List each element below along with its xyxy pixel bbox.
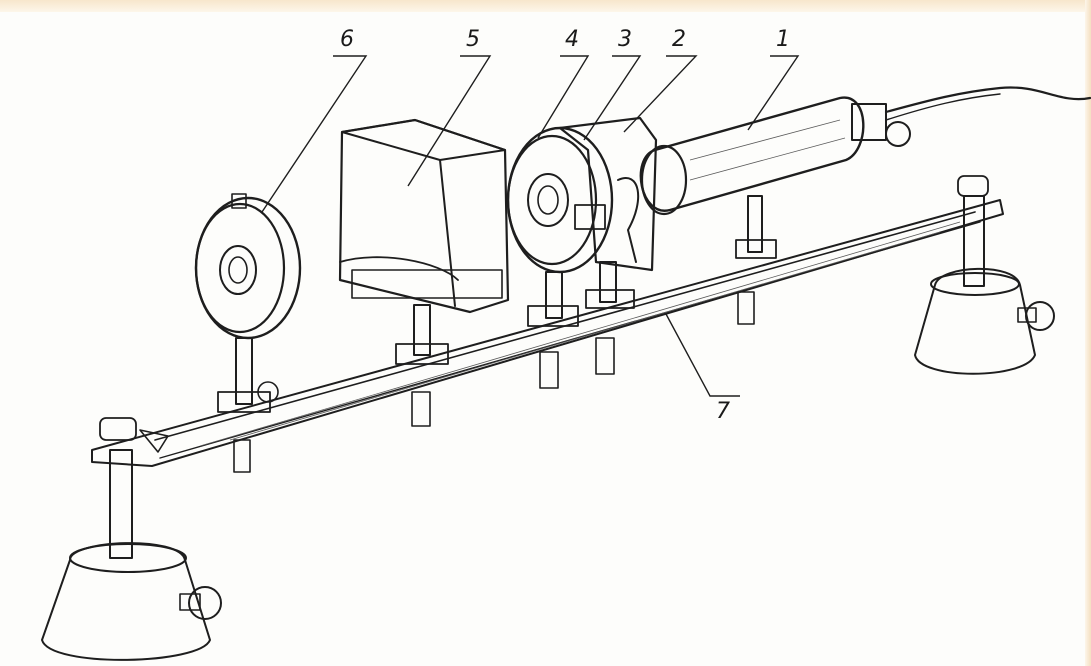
callout-7: 7 — [716, 399, 730, 424]
lens-holder-6 — [194, 193, 302, 413]
optical-rail — [91, 199, 1004, 467]
callout-6: 6 — [340, 27, 354, 52]
cuvette-5 — [338, 118, 510, 365]
scan-border-top — [0, 0, 1091, 12]
illuminator-1 — [639, 86, 1091, 259]
right-support-base — [914, 175, 1055, 375]
callout-4: 4 — [565, 27, 579, 52]
scan-border-right — [1085, 0, 1091, 666]
callout-3: 3 — [618, 27, 632, 52]
callout-5: 5 — [466, 27, 480, 52]
callout-leaders — [261, 55, 800, 397]
lens-holder-4 — [506, 126, 614, 327]
left-support-base — [41, 417, 222, 661]
rail-clamp-screws — [233, 291, 755, 473]
condenser-assembly-2-3 — [558, 116, 658, 309]
callout-2: 2 — [672, 27, 686, 52]
callout-1: 1 — [776, 27, 790, 52]
callout-labels: 6 5 4 3 2 1 7 — [340, 27, 790, 424]
